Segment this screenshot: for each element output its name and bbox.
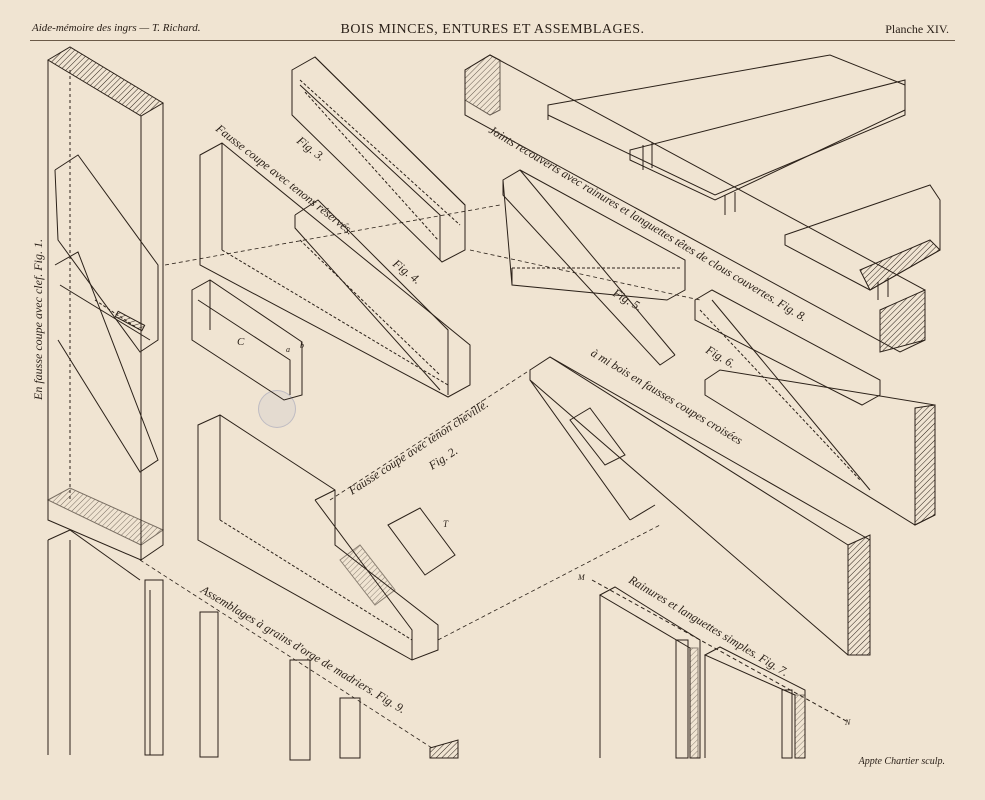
fig8-drawing xyxy=(464,54,941,353)
header-rule xyxy=(30,40,955,41)
library-stamp xyxy=(258,390,296,428)
engraver-credit: Appte Chartier sculp. xyxy=(858,756,945,767)
construction-lines xyxy=(139,204,701,749)
mark-a: a xyxy=(286,345,290,354)
fig1-drawing xyxy=(46,46,165,561)
fig-c-block xyxy=(191,279,303,401)
mark-c: C xyxy=(237,336,245,348)
fig-mibois-drawing xyxy=(529,356,871,656)
fig7-drawing xyxy=(591,579,849,759)
header-author: Aide-mémoire des ingrs — T. Richard. xyxy=(32,22,201,34)
mark-b: b xyxy=(300,341,304,350)
mark-n: N xyxy=(844,718,851,727)
fig5-drawing xyxy=(502,169,686,366)
plate-number: Planche XIV. xyxy=(885,22,949,36)
fig5-label: Fig. 5. xyxy=(610,285,645,314)
fig7-caption: Rainures et languettes simples. Fig. 7. xyxy=(626,572,791,679)
fig3-caption: Fausse coupe avec tenons réservés. xyxy=(212,121,356,238)
fig2-caption: Fausse coupe avec tenon chevillé. xyxy=(345,397,491,498)
fig9-drawing xyxy=(47,529,459,761)
fig6-label: Fig. 6. xyxy=(703,342,738,371)
mark-m: M xyxy=(577,573,586,582)
fig6-drawing xyxy=(694,289,936,526)
fig3-label: Fig. 3. xyxy=(293,133,327,164)
mark-t: T xyxy=(443,519,449,529)
fig4-label: Fig. 4. xyxy=(389,256,423,287)
fig8-caption: Joints recouverts avec rainures et langu… xyxy=(486,123,809,325)
page-title: BOIS MINCES, ENTURES ET ASSEMBLAGES. xyxy=(340,22,645,37)
fig2-drawing xyxy=(197,414,456,661)
fig3-drawing xyxy=(291,56,466,263)
fig4-drawing xyxy=(199,142,471,398)
fig1-label: En fausse coupe avec clef. Fig. 1. xyxy=(31,239,45,401)
fig2-label: Fig. 2. xyxy=(425,444,460,474)
